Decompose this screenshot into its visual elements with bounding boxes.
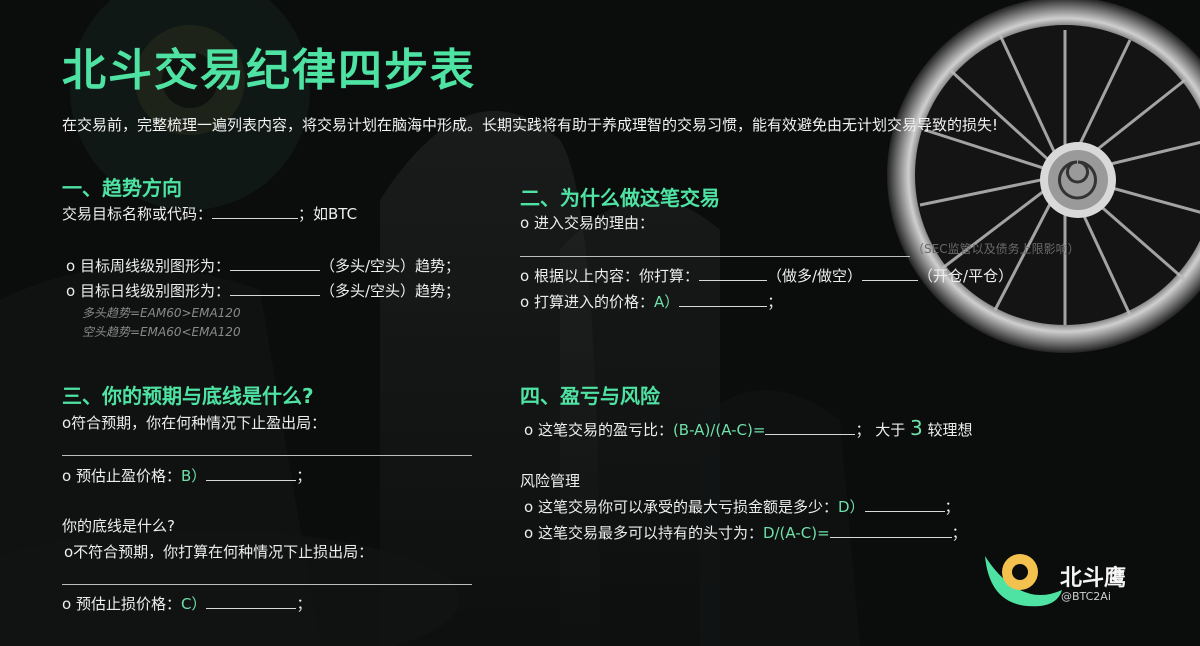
position-size-formula: D/(A-C)= xyxy=(762,524,830,542)
s1-line-2: o 目标周线级别图形为： （多头/空头）趋势； xyxy=(66,255,460,276)
s1-l3-label: o 目标日线级别图形为： xyxy=(66,282,230,300)
s1-l2-suffix: （多头/空头）趋势； xyxy=(319,257,461,275)
s1-line-3: o 目标日线级别图形为： （多头/空头）趋势； xyxy=(66,280,460,301)
s3-line-1: o符合预期，你在何种情况下止盈出局： xyxy=(62,414,327,432)
brand-name: 北斗鹰 xyxy=(1060,566,1127,591)
s4-l1-mid: ； 大于 xyxy=(855,421,906,439)
target-name-field[interactable] xyxy=(212,204,299,219)
max-loss-field[interactable] xyxy=(864,497,945,512)
s4-l3-label: o 这笔交易你可以承受的最大亏损金额是多少： xyxy=(524,498,838,516)
s2-l2-label: o 根据以上内容：你打算： xyxy=(520,267,699,285)
stop-loss-tag: C） xyxy=(180,595,207,613)
section-3-heading: 三、你的预期与底线是什么? xyxy=(62,384,314,408)
s1-l1-label: 交易目标名称或代码： xyxy=(62,205,213,223)
max-loss-tag: D） xyxy=(837,498,865,516)
brand-handle: @BTC2Ai xyxy=(1061,590,1111,603)
position-size-field[interactable] xyxy=(829,523,952,538)
stop-loss-price-field[interactable] xyxy=(206,594,297,609)
s2-l3-label: o 打算进入的价格： xyxy=(520,293,654,311)
s3-l2-label: o 预估止盈价格： xyxy=(62,467,181,485)
open-close-field[interactable] xyxy=(862,266,919,281)
weekly-trend-field[interactable] xyxy=(229,256,320,271)
entry-price-tag: A） xyxy=(653,293,680,311)
s3-line-4: o不符合预期，你打算在何种情况下止损出局： xyxy=(64,543,374,561)
s4-l4-suffix: ； xyxy=(951,524,967,542)
s3-l5-label: o 预估止损价格： xyxy=(62,595,181,613)
s4-l1-suffix: 较理想 xyxy=(927,421,973,439)
take-profit-condition-underline[interactable] xyxy=(62,455,472,456)
s4-l3-suffix: ； xyxy=(944,498,960,516)
s2-l3-suffix: ； xyxy=(767,293,783,311)
s1-l3-suffix: （多头/空头）趋势； xyxy=(319,282,461,300)
stop-loss-condition-underline[interactable] xyxy=(62,584,472,585)
ratio-threshold: 3 xyxy=(910,416,923,440)
s4-line-1: o 这笔交易的盈亏比：(B-A)/(A-C)= ； 大于 3 较理想 xyxy=(524,416,973,440)
page-title: 北斗交易纪律四步表 xyxy=(62,45,476,96)
s3-l5-suffix: ； xyxy=(296,595,312,613)
s4-line-4: o 这笔交易最多可以持有的头寸为：D/(A-C)= ； xyxy=(524,522,967,543)
take-profit-tag: B） xyxy=(180,467,207,485)
s3-line-2: o 预估止盈价格：B） ； xyxy=(62,465,311,486)
take-profit-price-field[interactable] xyxy=(206,466,297,481)
risk-management-label: 风险管理 xyxy=(520,472,581,490)
s4-line-3: o 这笔交易你可以承受的最大亏损金额是多少：D） ； xyxy=(524,496,960,517)
faint-annotation: （SEC监管以及债务上限影响） xyxy=(912,242,1080,256)
s1-l2-label: o 目标周线级别图形为： xyxy=(66,257,230,275)
risk-reward-field[interactable] xyxy=(765,420,856,435)
s4-l4-label: o 这笔交易最多可以持有的头寸为： xyxy=(524,524,763,542)
s2-l2-mid: （做多/做空） xyxy=(766,267,863,285)
intro-text: 在交易前，完整梳理一遍列表内容，将交易计划在脑海中形成。长期实践将有助于养成理智… xyxy=(62,116,999,134)
s4-l1-label: o 这笔交易的盈亏比： xyxy=(524,421,673,439)
section-2-heading: 二、为什么做这笔交易 xyxy=(520,186,720,210)
s1-l1-suffix: ；如BTC xyxy=(298,205,358,223)
section-4-heading: 四、盈亏与风险 xyxy=(520,384,660,408)
s3-line-5: o 预估止损价格：C） ； xyxy=(62,593,311,614)
s3-l2-suffix: ； xyxy=(296,467,312,485)
bear-trend-note: 空头趋势=EMA60<EMA120 xyxy=(82,325,241,339)
s2-line-3: o 打算进入的价格：A） ； xyxy=(520,291,782,312)
s1-line-1: 交易目标名称或代码： ；如BTC xyxy=(62,203,357,224)
bull-trend-note: 多头趋势=EAM60>EMA120 xyxy=(82,306,241,320)
entry-price-field[interactable] xyxy=(679,292,768,307)
s2-line-1: o 进入交易的理由： xyxy=(520,214,654,232)
s3-line-3: 你的底线是什么? xyxy=(62,517,175,535)
risk-reward-formula: (B-A)/(A-C)= xyxy=(672,421,766,439)
reason-underline[interactable] xyxy=(520,256,910,257)
daily-trend-field[interactable] xyxy=(229,281,320,296)
s2-line-2: o 根据以上内容：你打算： （做多/做空） （开仓/平仓） xyxy=(520,265,1013,286)
direction-field[interactable] xyxy=(698,266,767,281)
section-1-heading: 一、趋势方向 xyxy=(62,176,182,200)
s2-l2-suffix: （开仓/平仓） xyxy=(918,267,1014,285)
